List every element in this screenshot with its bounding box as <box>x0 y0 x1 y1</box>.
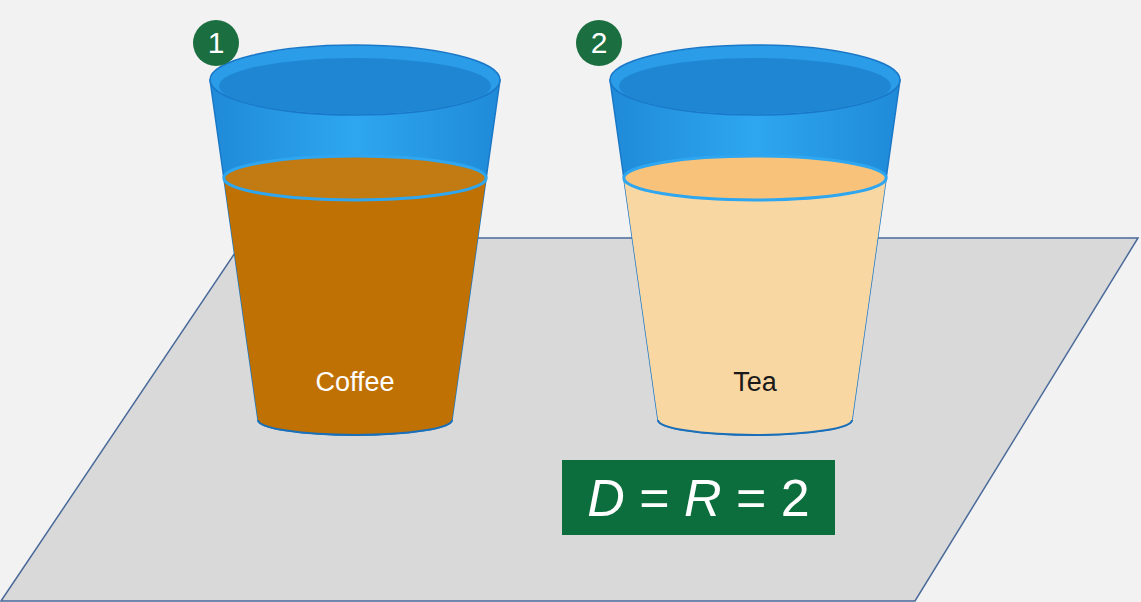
callout-number: 2 <box>591 28 608 58</box>
liquid-surface <box>624 156 886 200</box>
formula-box: D = R = 2 <box>562 460 835 535</box>
glass-rim <box>210 45 500 115</box>
formula-part: D <box>587 469 625 527</box>
formula-part: = 2 <box>722 469 810 527</box>
callout-circle: 1 <box>193 20 239 66</box>
glass-bottom <box>258 420 452 435</box>
table-top <box>1 238 1138 601</box>
formula-part: = <box>625 469 684 527</box>
glass-bottom <box>658 420 852 435</box>
formula-text: D = R = 2 <box>587 472 810 524</box>
glass-rim-inner <box>219 58 491 114</box>
liquid-surface <box>224 156 486 200</box>
cup-label: Tea <box>605 366 905 398</box>
cup-node: Tea <box>605 40 905 440</box>
glass-rim-inner <box>619 58 891 114</box>
cup-label: Coffee <box>205 366 505 398</box>
glass-rim <box>610 45 900 115</box>
formula-part: R <box>684 469 722 527</box>
cup-node: Coffee <box>205 40 505 440</box>
callout-circle: 2 <box>576 20 622 66</box>
callout-number: 1 <box>208 28 225 58</box>
